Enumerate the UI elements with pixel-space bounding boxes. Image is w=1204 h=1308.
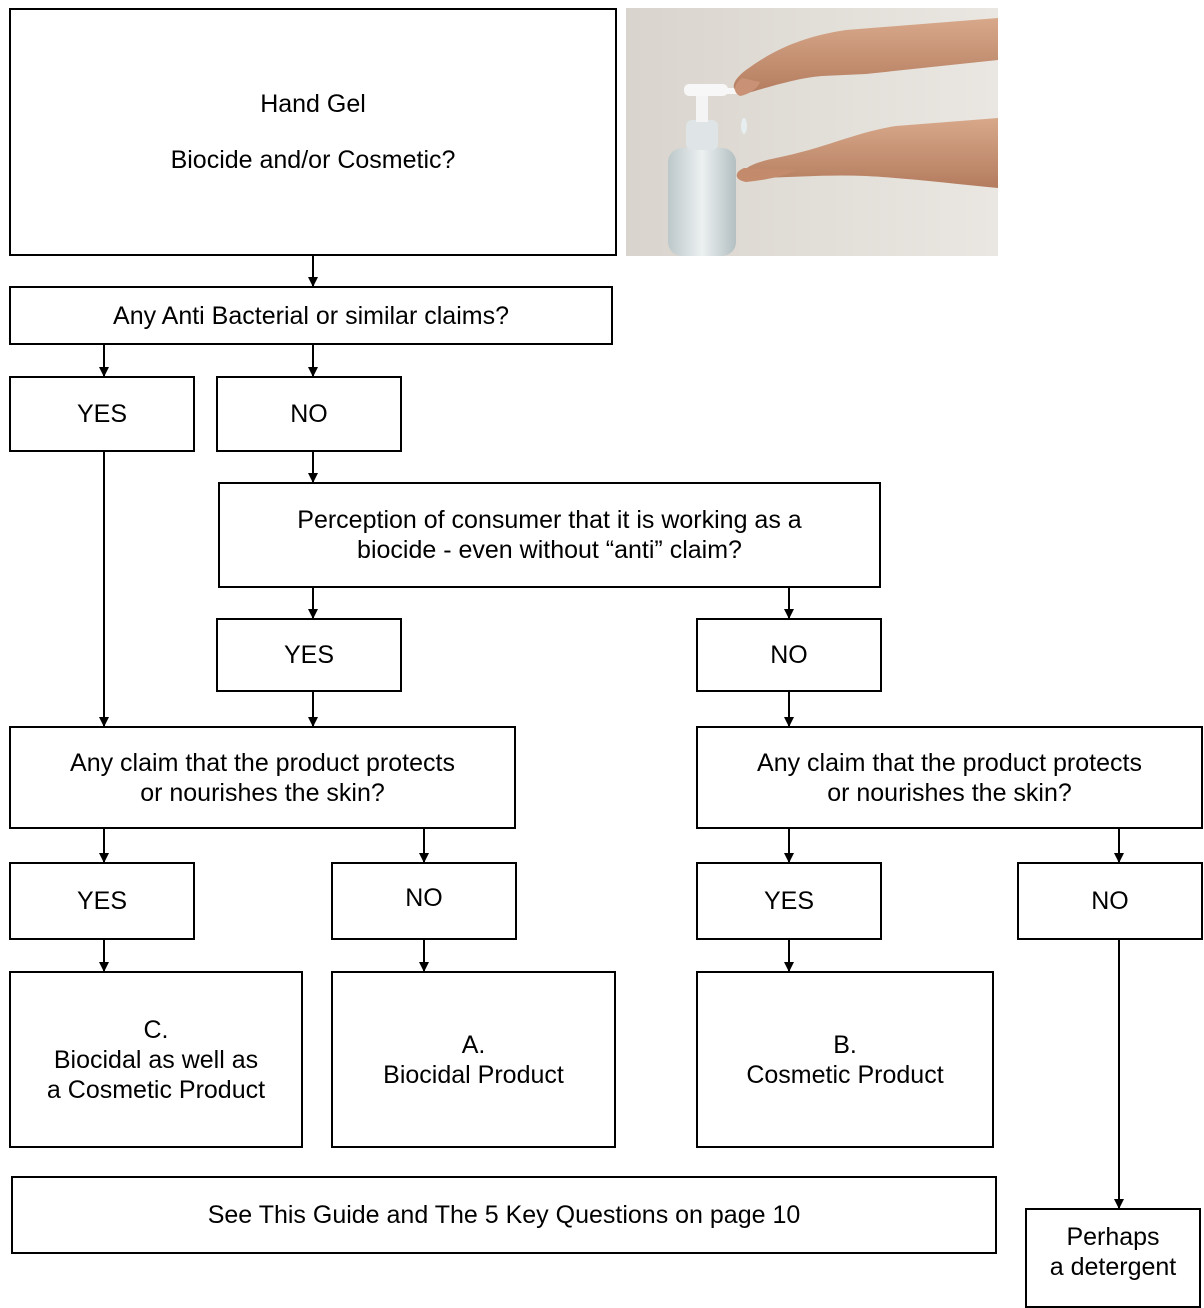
answer-q3-right-no-label: NO	[1091, 887, 1129, 915]
detergent-line2: a detergent	[1049, 1253, 1177, 1281]
guide-reference-label: See This Guide and The 5 Key Questions o…	[207, 1201, 801, 1229]
result-b-letter: B.	[833, 1030, 857, 1059]
question-consumer-perception-line2: biocide - even without “anti” claim?	[357, 536, 742, 564]
question-skin-claims-right: Any claim that the product protects or n…	[696, 726, 1203, 829]
question-antibacterial-claims-label: Any Anti Bacterial or similar claims?	[113, 301, 509, 330]
answer-q3-right-yes-label: YES	[763, 887, 815, 915]
answer-q3-right-yes: YES	[696, 862, 882, 940]
answer-q1-yes: YES	[9, 376, 195, 452]
question-skin-claims-right-line1: Any claim that the product protects	[757, 748, 1142, 777]
hand-gel-photo	[626, 8, 998, 256]
answer-q3-left-yes: YES	[9, 862, 195, 940]
result-b-label: Cosmetic Product	[746, 1060, 944, 1089]
answer-q1-no-label: NO	[290, 400, 328, 428]
question-skin-claims-left: Any claim that the product protects or n…	[9, 726, 516, 829]
answer-q2-no: NO	[696, 618, 882, 692]
title-text: Hand Gel	[260, 90, 366, 118]
question-skin-claims-left-line1: Any claim that the product protects	[70, 748, 455, 777]
result-a-letter: A.	[461, 1030, 486, 1059]
title-box: Hand Gel Biocide and/or Cosmetic?	[9, 8, 617, 256]
question-skin-claims-right-line2: or nourishes the skin?	[827, 778, 1072, 807]
question-consumer-perception-line1: Perception of consumer that it is workin…	[297, 506, 802, 534]
answer-q2-no-label: NO	[770, 641, 808, 669]
result-perhaps-detergent: Perhaps a detergent	[1025, 1208, 1201, 1308]
answer-q2-yes: YES	[216, 618, 402, 692]
detergent-line1: Perhaps	[1066, 1223, 1160, 1251]
result-b-cosmetic: B. Cosmetic Product	[696, 971, 994, 1148]
result-c-letter: C.	[143, 1015, 169, 1044]
answer-q2-yes-label: YES	[283, 641, 335, 669]
question-skin-claims-left-line2: or nourishes the skin?	[140, 778, 385, 807]
result-c-line3: a Cosmetic Product	[46, 1075, 266, 1104]
result-a-label: Biocidal Product	[383, 1060, 564, 1089]
answer-q1-no: NO	[216, 376, 402, 452]
answer-q3-right-no: NO	[1017, 862, 1203, 940]
bottle-body	[668, 148, 736, 256]
question-consumer-perception: Perception of consumer that it is workin…	[218, 482, 881, 588]
answer-q3-left-no-label: NO	[405, 884, 443, 912]
result-a-biocidal: A. Biocidal Product	[331, 971, 616, 1148]
result-c-biocidal-and-cosmetic: C. Biocidal as well as a Cosmetic Produc…	[9, 971, 303, 1148]
answer-q3-left-no: NO	[331, 862, 517, 940]
title-question: Biocide and/or Cosmetic?	[170, 146, 456, 174]
answer-q3-left-yes-label: YES	[76, 887, 128, 915]
question-antibacterial-claims: Any Anti Bacterial or similar claims?	[9, 286, 613, 345]
guide-reference: See This Guide and The 5 Key Questions o…	[11, 1176, 997, 1254]
result-c-line2: Biocidal as well as	[53, 1045, 259, 1074]
pump-head	[684, 84, 728, 96]
answer-q1-yes-label: YES	[76, 400, 128, 428]
